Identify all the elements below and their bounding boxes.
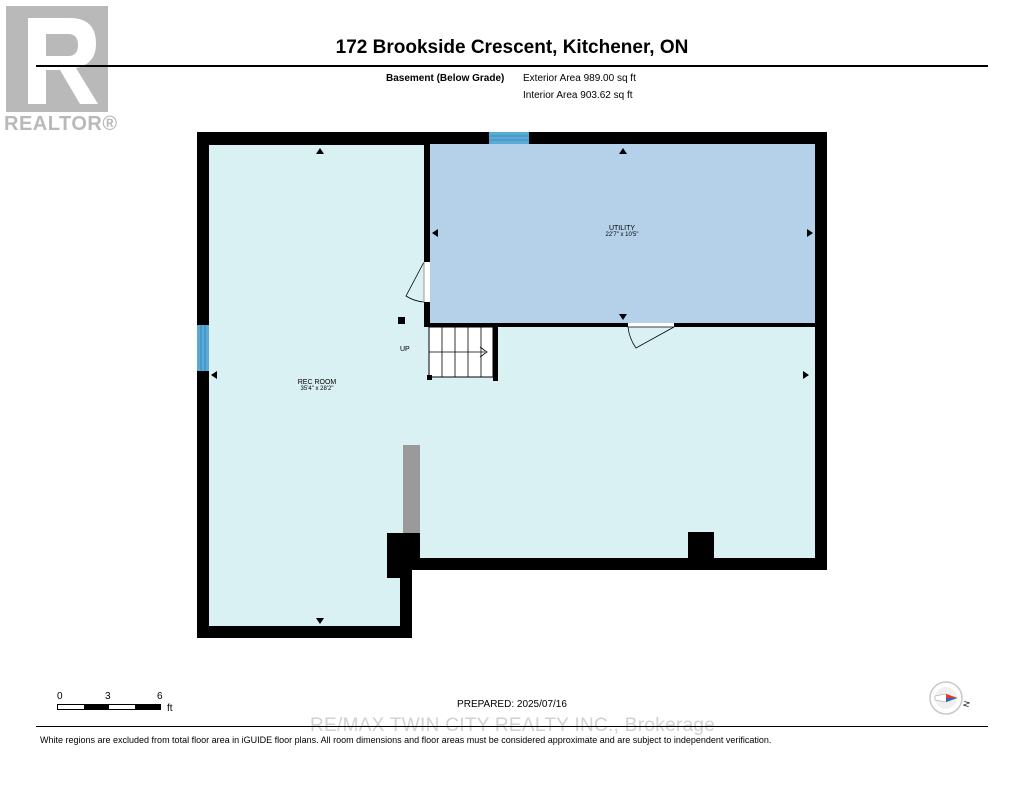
scale-label-six: 6 xyxy=(157,691,163,702)
page-title: 172 Brookside Crescent, Kitchener, ON xyxy=(335,37,689,58)
title-divider xyxy=(36,65,988,67)
rec-room-floor xyxy=(209,145,815,626)
partition-wall xyxy=(403,445,420,533)
exterior-area: Exterior Area 989.00 sq ft xyxy=(523,73,636,84)
rec-room-dimensions: 35'4" x 28'2" xyxy=(300,386,334,392)
post xyxy=(398,317,405,324)
footer-divider xyxy=(36,726,988,727)
window-left xyxy=(197,325,209,371)
floor-level-label: Basement (Below Grade) xyxy=(386,73,505,84)
door-swing-bottom xyxy=(627,326,675,349)
scale-bar xyxy=(57,704,161,710)
window-top xyxy=(489,132,529,144)
door-swing-left xyxy=(405,261,425,303)
utility-room-floor xyxy=(430,144,815,323)
realtor-r-logo-icon xyxy=(6,6,108,112)
interior-area: Interior Area 903.62 sq ft xyxy=(523,90,633,101)
stairs-up-label: UP xyxy=(400,346,410,353)
dimension-arrows xyxy=(211,148,813,624)
rec-room-label: REC ROOM xyxy=(297,379,337,386)
scale-label-three: 3 xyxy=(105,691,111,702)
compass-letter: N xyxy=(962,700,972,708)
utility-room-dimensions: 22'7" x 10'5" xyxy=(605,232,639,238)
utility-room-label: UTILITY xyxy=(608,225,636,232)
scale-label-zero: 0 xyxy=(57,691,63,702)
scale-unit: ft xyxy=(167,703,173,714)
brokerage-watermark: RE/MAX TWIN CITY REALTY INC., Brokerage xyxy=(310,715,716,736)
support-column xyxy=(688,532,714,558)
north-compass-icon: N xyxy=(929,681,972,715)
prepared-date: PREPARED: 2025/07/16 xyxy=(457,699,567,710)
disclaimer-text: White regions are excluded from total fl… xyxy=(40,735,772,745)
realtor-logo-text: REALTOR® xyxy=(4,113,118,135)
